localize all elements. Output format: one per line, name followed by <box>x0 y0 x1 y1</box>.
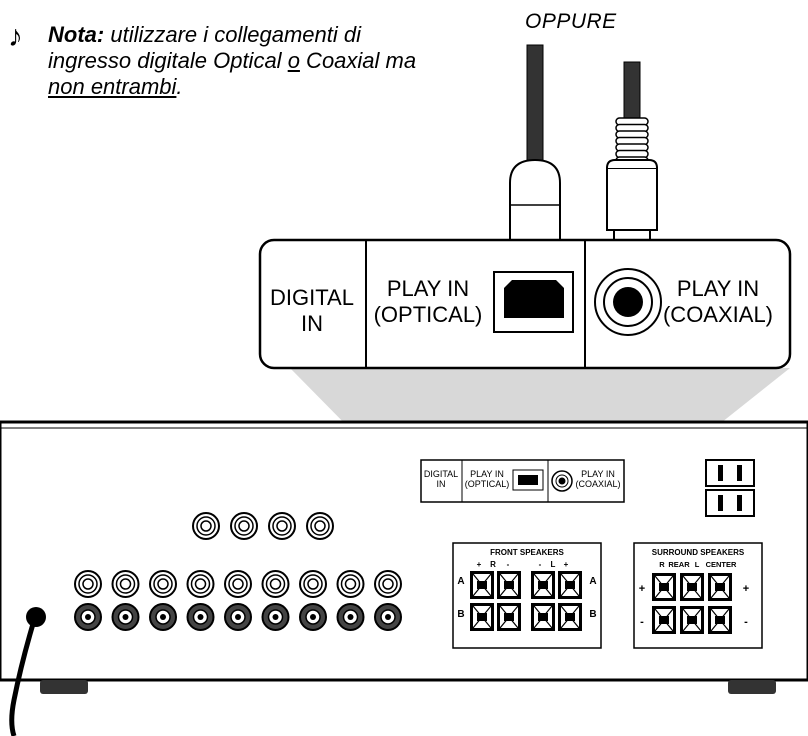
fs-b-left: B <box>457 609 464 620</box>
speaker-terminal <box>497 603 521 631</box>
callout-optical-1: PLAY IN <box>387 276 469 301</box>
panel-coaxial-1: PLAY IN <box>581 469 615 479</box>
note-line2-before: ingresso digitale Optical <box>48 48 288 73</box>
panel-optical-jack <box>518 475 538 485</box>
fs-r: R <box>490 560 496 569</box>
fs-a-right: A <box>589 576 596 587</box>
fs-a-left: A <box>457 576 464 587</box>
rca-jack-dark <box>336 603 365 631</box>
rca-jack-white <box>111 570 140 598</box>
rca-jack-dark <box>149 603 177 631</box>
fs-plus1: + <box>477 560 482 569</box>
ss-l: L <box>695 560 700 569</box>
music-note-icon: ♪ <box>8 20 23 53</box>
surround-speakers-title: SURROUND SPEAKERS <box>652 548 745 557</box>
callout-digital-in-2: IN <box>301 311 323 336</box>
callout-coaxial-2: (COAXIAL) <box>663 302 773 327</box>
note-line3-end: . <box>176 74 183 99</box>
rca-jack-dark <box>299 603 327 631</box>
rca-jack-white <box>306 512 334 540</box>
note-line3-underlined: non entrambi <box>48 74 177 99</box>
speaker-terminal <box>558 571 582 599</box>
rca-jack-dark <box>224 603 252 631</box>
callout-digital-in-1: DIGITAL <box>270 285 354 310</box>
rca-jack-white <box>186 570 215 598</box>
speaker-terminal <box>497 571 521 599</box>
speaker-terminal <box>531 603 555 631</box>
speaker-terminal <box>652 573 676 601</box>
ss-plus-left: + <box>639 583 645 595</box>
fs-plus2: + <box>564 560 569 569</box>
rca-jack-white <box>261 570 290 598</box>
oppure-label: OPPURE <box>525 10 617 33</box>
speaker-terminal <box>470 603 494 631</box>
callout-optical-jack <box>504 280 564 318</box>
note-line2-o: o <box>287 48 300 73</box>
note-label: Nota: <box>48 22 105 47</box>
digital-in-panel: DIGITAL IN PLAY IN (OPTICAL) PLAY IN (CO… <box>420 459 625 503</box>
callout-optical-2: (OPTICAL) <box>374 302 483 327</box>
surround-speaker-terminals <box>652 573 732 634</box>
front-speaker-terminals <box>470 571 582 631</box>
ss-r: R <box>659 560 665 569</box>
ss-minus-left: - <box>640 616 644 628</box>
rca-jack-white <box>74 570 102 598</box>
front-speakers-title: FRONT SPEAKERS <box>490 548 564 557</box>
speaker-terminal <box>470 571 494 599</box>
rca-jack-dark <box>74 603 102 631</box>
panel-optical-2: (OPTICAL) <box>465 479 510 489</box>
rca-jack-dark <box>186 603 215 631</box>
fs-b-right: B <box>589 609 596 620</box>
ss-center: CENTER <box>706 560 737 569</box>
ss-minus-right: - <box>744 616 748 628</box>
rca-jacks <box>74 512 402 631</box>
rca-jack-dark <box>111 603 140 631</box>
speaker-terminal <box>558 603 582 631</box>
rca-jack-white <box>374 570 402 598</box>
rca-jack-white <box>230 512 258 540</box>
power-cord <box>9 607 46 736</box>
callout-panel: DIGITAL IN PLAY IN (OPTICAL) PLAY IN (CO… <box>258 238 792 370</box>
fs-minus1: - <box>507 560 510 569</box>
speaker-terminal <box>652 606 676 634</box>
speaker-terminal <box>680 606 704 634</box>
rca-jack-dark <box>374 603 402 631</box>
ac-outlet <box>705 459 755 517</box>
note-text: Nota: utilizzare i collegamenti di ingre… <box>48 22 416 100</box>
foot-right <box>728 680 776 694</box>
rca-jack-white <box>149 570 177 598</box>
speaker-terminal <box>708 573 732 601</box>
speaker-terminal <box>531 571 555 599</box>
panel-coaxial-2: (COAXIAL) <box>575 479 620 489</box>
panel-digital-in-1: DIGITAL <box>424 469 458 479</box>
rca-jack-dark <box>261 603 290 631</box>
ss-plus-right: + <box>743 583 749 595</box>
rca-jack-white <box>299 570 327 598</box>
fs-l: L <box>551 560 556 569</box>
panel-digital-in-2: IN <box>437 479 446 489</box>
surround-speakers-block: SURROUND SPEAKERS R REAR L CENTER + + - … <box>633 542 763 649</box>
front-speakers-block: FRONT SPEAKERS + R - - L + A A B B <box>452 542 602 649</box>
note-line1: utilizzare i collegamenti di <box>110 22 362 47</box>
rca-jack-white <box>336 570 365 598</box>
fs-minus2: - <box>539 560 542 569</box>
rca-jack-white <box>268 512 296 540</box>
speaker-terminal <box>680 573 704 601</box>
callout-coaxial-1: PLAY IN <box>677 276 759 301</box>
foot-left <box>40 680 88 694</box>
ss-rear: REAR <box>668 560 690 569</box>
rca-jack-white <box>192 512 220 540</box>
note-line2-after: Coaxial ma <box>299 48 417 73</box>
speaker-terminal <box>708 606 732 634</box>
rca-jack-white <box>224 570 252 598</box>
panel-optical-1: PLAY IN <box>470 469 504 479</box>
